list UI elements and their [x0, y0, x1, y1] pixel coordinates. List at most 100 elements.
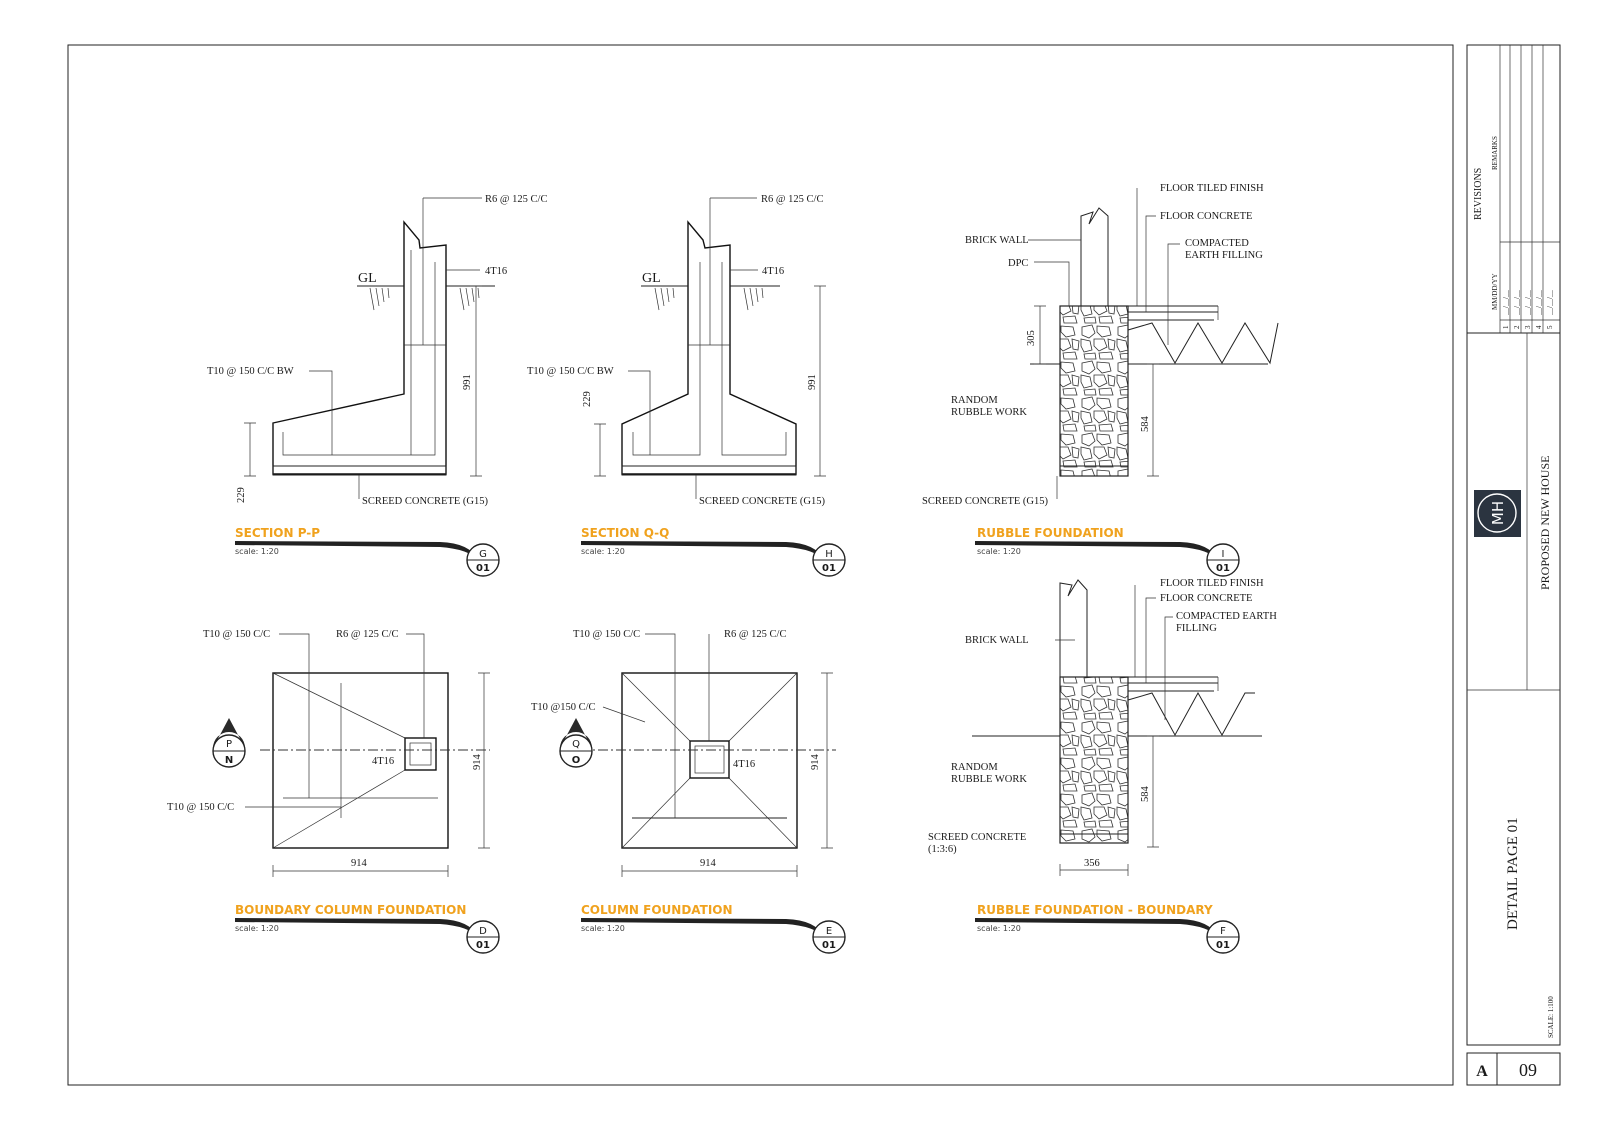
- revision-date-4: __/__/__: [1535, 290, 1543, 316]
- rubble-foundation-boundary-drawing: [972, 579, 1262, 876]
- rubble-foundation-title: RUBBLE FOUNDATION: [977, 526, 1124, 540]
- revision-date-5: __/__/__: [1546, 290, 1554, 316]
- bcf-4t16-label: 4T16: [372, 756, 394, 767]
- rubble-foundation-bubble-sheet: 01: [1216, 563, 1230, 574]
- cf-title-tag: [581, 918, 846, 954]
- cf-dim-914-v: 914: [810, 754, 821, 771]
- section-pp-bubble-sheet: 01: [476, 563, 490, 574]
- drawing-border: [67, 44, 1454, 1086]
- cf-title: COLUMN FOUNDATION: [581, 903, 733, 917]
- section-pp-scale: scale: 1:20: [235, 547, 279, 556]
- rubble-floor-concrete-label: FLOOR CONCRETE: [1160, 211, 1252, 222]
- section-qq-bubble-sheet: 01: [822, 563, 836, 574]
- rubble-b-brick-wall-label: BRICK WALL: [965, 635, 1029, 646]
- section-pp-r6-label: R6 @ 125 C/C: [485, 194, 547, 205]
- bcf-t10-left-label: T10 @ 150 C/C: [167, 802, 234, 813]
- section-qq-dim-991: 991: [807, 374, 818, 390]
- section-marker-q-letter: Q: [572, 739, 580, 750]
- rubble-foundation-scale: scale: 1:20: [977, 547, 1021, 556]
- section-qq-r6-label: R6 @ 125 C/C: [761, 194, 823, 205]
- section-qq-dim-229: 229: [582, 391, 593, 407]
- section-marker-q-sheet: O: [572, 755, 581, 766]
- revisions-table: [1467, 45, 1560, 334]
- rubble-compacted-label-1: COMPACTED: [1185, 238, 1249, 249]
- section-qq-drawing: [594, 197, 826, 499]
- rubble-b-dim-356: 356: [1084, 858, 1100, 869]
- revision-row-1: 1: [1502, 325, 1510, 329]
- project-name: PROPOSED NEW HOUSE: [1538, 456, 1552, 590]
- sheet-letter: A: [1476, 1063, 1488, 1080]
- cf-r6-label: R6 @ 125 C/C: [724, 629, 786, 640]
- rubble-b-dim-584: 584: [1140, 786, 1151, 803]
- revision-date-2: __/__/__: [1513, 290, 1521, 316]
- rubble-dim-305: 305: [1026, 330, 1037, 346]
- cf-bubble-letter: E: [826, 926, 832, 937]
- section-qq-screed-label: SCREED CONCRETE (G15): [699, 496, 826, 507]
- section-marker-p-sheet: N: [225, 755, 233, 766]
- rubble-random-label-1: RANDOM: [951, 395, 998, 406]
- rubble-b-scale: scale: 1:20: [977, 924, 1021, 933]
- section-pp-gl-label: GL: [358, 271, 377, 286]
- title-block-border: [1466, 44, 1561, 1046]
- rubble-dim-584: 584: [1140, 416, 1151, 433]
- section-qq-t10-label: T10 @ 150 C/C BW: [527, 366, 614, 377]
- rubble-b-screed-label-1: SCREED CONCRETE: [928, 832, 1026, 843]
- rubble-foundation-drawing: [1028, 188, 1279, 499]
- date-label: MM/DD/YY: [1491, 273, 1499, 310]
- section-pp-dim-991: 991: [462, 374, 473, 390]
- bcf-r6-label: R6 @ 125 C/C: [336, 629, 398, 640]
- rubble-brick-wall-label: BRICK WALL: [965, 235, 1029, 246]
- cf-t10-top-label: T10 @ 150 C/C: [573, 629, 640, 640]
- revision-row-4: 4: [1535, 325, 1543, 329]
- rubble-foundation-title-tag: [975, 541, 1240, 577]
- rubble-b-screed-label-2: (1:3:6): [928, 844, 957, 855]
- rubble-b-bubble-sheet: 01: [1216, 940, 1230, 951]
- section-qq-4t16-label: 4T16: [762, 266, 784, 277]
- section-pp-title: SECTION P-P: [235, 526, 320, 540]
- section-qq-bubble-letter: H: [825, 549, 833, 560]
- cf-4t16-label: 4T16: [733, 759, 755, 770]
- company-logo: [1474, 490, 1521, 537]
- revisions-label: REVISIONS: [1473, 168, 1484, 220]
- section-pp-title-tag: [235, 541, 500, 577]
- section-marker-p: [212, 718, 246, 768]
- section-pp-4t16-label: 4T16: [485, 266, 507, 277]
- revision-row-2: 2: [1513, 325, 1521, 329]
- rubble-b-bubble-letter: F: [1220, 926, 1226, 937]
- section-marker-p-letter: P: [226, 739, 232, 750]
- remarks-label: REMARKS: [1491, 136, 1499, 170]
- rubble-random-label-2: RUBBLE WORK: [951, 407, 1027, 418]
- rubble-b-random-label-2: RUBBLE WORK: [951, 774, 1027, 785]
- bcf-scale: scale: 1:20: [235, 924, 279, 933]
- section-marker-q: [559, 718, 593, 768]
- rubble-b-compacted-label-1: COMPACTED EARTH: [1176, 611, 1277, 622]
- section-pp-bubble-letter: G: [479, 549, 487, 560]
- rubble-b-floor-concrete-label: FLOOR CONCRETE: [1160, 593, 1252, 604]
- rubble-screed-label: SCREED CONCRETE (G15): [922, 496, 1049, 507]
- sheet-scale: SCALE: 1:100: [1547, 996, 1555, 1038]
- bcf-bubble-sheet: 01: [476, 940, 490, 951]
- revision-row-3: 3: [1524, 325, 1532, 329]
- cf-scale: scale: 1:20: [581, 924, 625, 933]
- bcf-title: BOUNDARY COLUMN FOUNDATION: [235, 903, 466, 917]
- sheet-number: 09: [1519, 1060, 1537, 1080]
- section-pp-t10-label: T10 @ 150 C/C BW: [207, 366, 294, 377]
- column-foundation-drawing: [580, 633, 836, 877]
- section-qq-title-tag: [581, 541, 846, 577]
- company-logo-text: MH: [1489, 501, 1507, 525]
- rubble-floor-tiled-label: FLOOR TILED FINISH: [1160, 183, 1264, 194]
- section-pp-drawing: [244, 197, 495, 499]
- rubble-compacted-label-2: EARTH FILLING: [1185, 250, 1263, 261]
- section-pp-dim-229: 229: [236, 487, 247, 503]
- revision-date-3: __/__/__: [1524, 290, 1532, 316]
- cf-dim-914-h: 914: [700, 858, 717, 869]
- rubble-b-compacted-label-2: FILLING: [1176, 623, 1217, 634]
- rubble-b-title: RUBBLE FOUNDATION - BOUNDARY: [977, 903, 1213, 917]
- sheet-title: DETAIL PAGE 01: [1505, 817, 1521, 930]
- cf-t10-mid-label: T10 @150 C/C: [531, 702, 596, 713]
- bcf-title-tag: [235, 918, 500, 954]
- boundary-column-foundation-drawing: [245, 633, 490, 877]
- rubble-b-title-tag: [975, 918, 1240, 954]
- rubble-foundation-bubble-letter: I: [1222, 549, 1225, 560]
